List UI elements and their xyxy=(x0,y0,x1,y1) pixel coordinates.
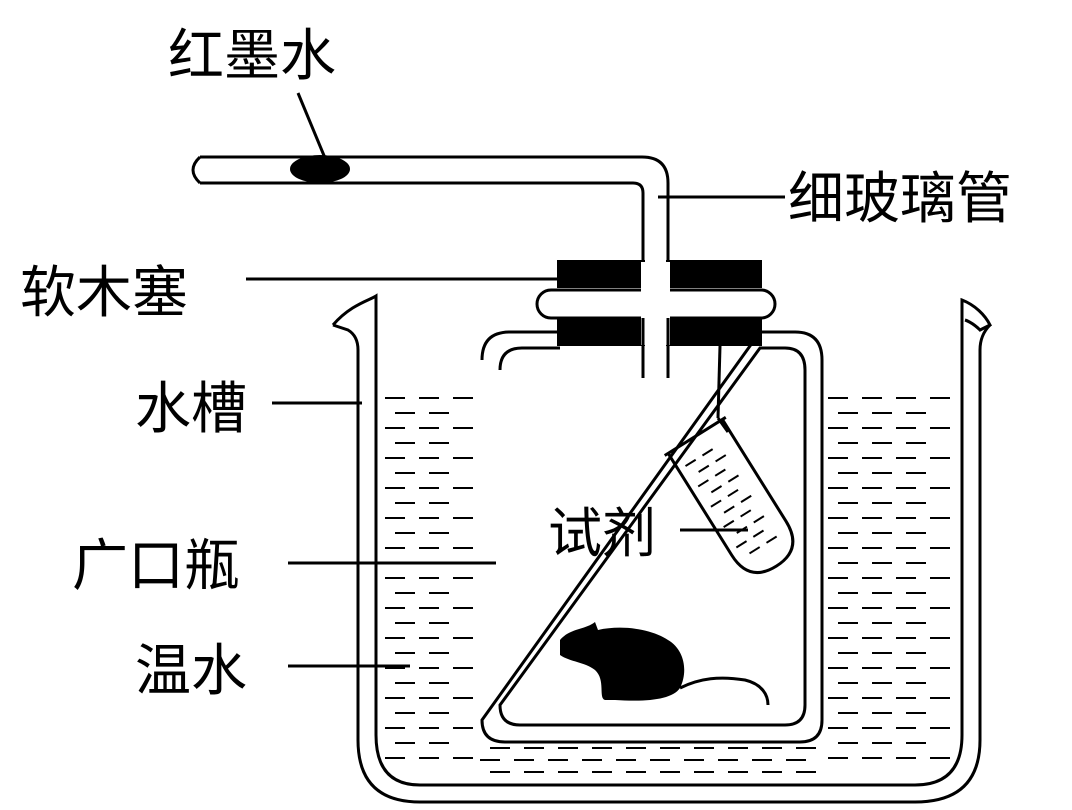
label-red-ink: 红墨水 xyxy=(168,24,336,159)
label-red-ink-text: 红墨水 xyxy=(168,24,336,89)
label-wide-mouth-bottle-text: 广口瓶 xyxy=(72,534,240,599)
reagent-dash xyxy=(684,458,697,467)
label-thin-glass-tube: 细玻璃管 xyxy=(658,167,1012,232)
mouse-icon xyxy=(560,622,770,706)
reagent-dash xyxy=(748,546,761,555)
ink-drop-icon xyxy=(290,155,350,183)
label-warm-water-text: 温水 xyxy=(135,639,247,704)
reagent-dash xyxy=(714,468,726,477)
reagent-dash xyxy=(765,535,778,544)
label-water-tank-text: 水槽 xyxy=(135,377,247,442)
warm-water xyxy=(385,397,950,773)
reagent-dash xyxy=(698,464,710,473)
reagent-dash xyxy=(740,509,752,518)
reagent-dash xyxy=(701,448,714,457)
label-warm-water: 温水 xyxy=(135,639,410,704)
reagent-dash xyxy=(727,488,739,498)
reagent-dash xyxy=(752,529,765,538)
label-thin-glass-tube-text: 细玻璃管 xyxy=(788,167,1012,232)
reagent-dash xyxy=(715,454,727,463)
reagent-dash xyxy=(697,479,709,488)
label-reagent-text: 试剂 xyxy=(548,502,656,565)
reagent-dash xyxy=(727,474,740,483)
test-tube xyxy=(663,416,795,575)
reagent-liquid xyxy=(684,448,778,555)
thin-glass-tube xyxy=(191,155,670,378)
label-wide-mouth-bottle: 广口瓶 xyxy=(72,534,496,599)
label-cork-stopper: 软木塞 xyxy=(20,261,557,326)
reagent-dash xyxy=(753,515,765,524)
reagent-dash xyxy=(710,499,722,508)
label-water-tank: 水槽 xyxy=(135,377,362,442)
reagent-dash xyxy=(735,540,748,549)
reagent-dash xyxy=(740,494,752,503)
reagent-dash xyxy=(723,519,735,528)
water-tank xyxy=(331,293,993,804)
label-reagent: 试剂 xyxy=(548,502,748,565)
reagent-dash xyxy=(710,485,723,494)
wide-mouth-bottle xyxy=(480,330,824,744)
label-cork-stopper-text: 软木塞 xyxy=(20,261,188,326)
reagent-dash xyxy=(723,505,735,514)
